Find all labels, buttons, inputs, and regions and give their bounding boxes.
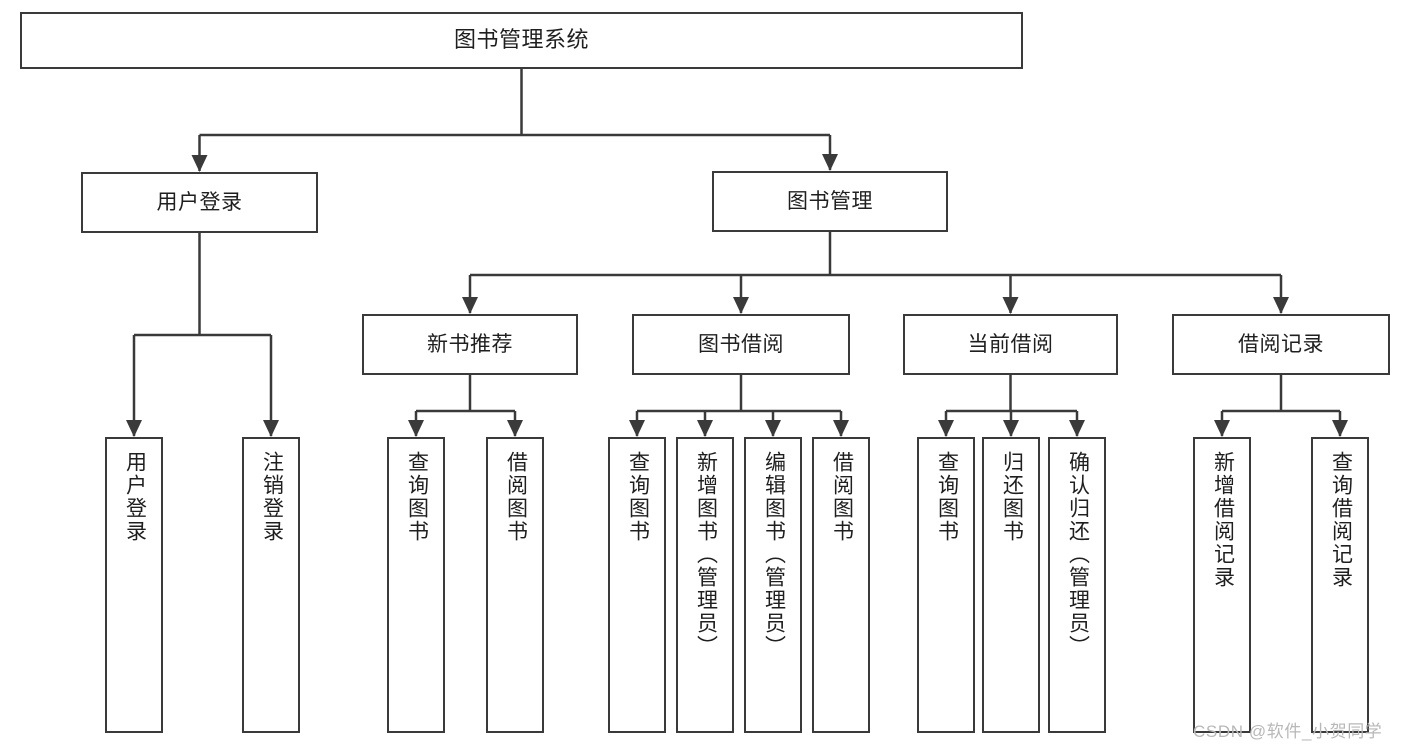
arrowhead-confirm-return (1069, 420, 1085, 437)
node-label-add-borrow-record: 新增借阅记录 (1211, 451, 1235, 589)
arrowhead-user-login-do (126, 420, 142, 437)
node-label-add-book: 新增图书（管理员） (694, 451, 718, 658)
arrowhead-user-logout (263, 420, 279, 437)
node-label-user-login-do: 用户登录 (123, 451, 147, 543)
node-label-root: 图书管理系统 (453, 27, 589, 53)
node-user-login-do[interactable]: 用户登录 (105, 437, 163, 733)
arrowhead-return-book (1003, 420, 1019, 437)
node-user-logout[interactable]: 注销登录 (242, 437, 300, 733)
node-new-book-recommend[interactable]: 新书推荐 (362, 314, 578, 375)
node-book-manage[interactable]: 图书管理 (712, 171, 948, 232)
node-root[interactable]: 图书管理系统 (20, 12, 1023, 69)
arrowhead-query-book-3 (938, 420, 954, 437)
node-label-book-manage: 图书管理 (787, 189, 873, 213)
node-label-borrow-book-2: 借阅图书 (830, 451, 854, 543)
arrowhead-borrow-book-2 (833, 420, 849, 437)
arrowhead-edit-book (765, 420, 781, 437)
node-query-book-2[interactable]: 查询图书 (608, 437, 666, 733)
node-return-book[interactable]: 归还图书 (982, 437, 1040, 733)
node-borrow-book-2[interactable]: 借阅图书 (812, 437, 870, 733)
node-label-confirm-return: 确认归还（管理员） (1066, 451, 1090, 658)
node-add-borrow-record[interactable]: 新增借阅记录 (1193, 437, 1251, 733)
arrowhead-borrow-book-1 (507, 420, 523, 437)
node-label-borrow-book-1: 借阅图书 (504, 451, 528, 543)
node-label-query-book-2: 查询图书 (626, 451, 650, 543)
node-label-borrow-record: 借阅记录 (1238, 332, 1324, 356)
node-query-book-1[interactable]: 查询图书 (387, 437, 445, 733)
node-label-user-logout: 注销登录 (260, 451, 284, 543)
node-label-query-book-3: 查询图书 (935, 451, 959, 543)
node-borrow-book-1[interactable]: 借阅图书 (486, 437, 544, 733)
node-edit-book[interactable]: 编辑图书（管理员） (744, 437, 802, 733)
arrowhead-user-login (191, 155, 208, 172)
node-label-return-book: 归还图书 (1000, 451, 1024, 543)
watermark: CSDN @软件_小贺同学 (1193, 722, 1383, 741)
node-user-login[interactable]: 用户登录 (81, 172, 318, 233)
arrowhead-current-borrow (1002, 297, 1019, 314)
node-current-borrow[interactable]: 当前借阅 (903, 314, 1118, 375)
arrowhead-new-book-recommend (462, 297, 478, 314)
arrowhead-add-book (697, 420, 713, 437)
node-confirm-return[interactable]: 确认归还（管理员） (1048, 437, 1106, 733)
arrowhead-query-borrow-record (1332, 420, 1348, 437)
arrowhead-book-manage (822, 154, 838, 171)
arrowhead-query-book-1 (408, 420, 424, 437)
arrowhead-add-borrow-record (1214, 420, 1230, 437)
node-label-user-login: 用户登录 (156, 190, 243, 214)
arrowhead-borrow-record (1273, 297, 1289, 314)
node-label-query-book-1: 查询图书 (405, 451, 429, 543)
node-label-query-borrow-record: 查询借阅记录 (1329, 451, 1353, 589)
node-label-new-book-recommend: 新书推荐 (427, 332, 513, 356)
node-query-borrow-record[interactable]: 查询借阅记录 (1311, 437, 1369, 733)
node-add-book[interactable]: 新增图书（管理员） (676, 437, 734, 733)
node-book-borrow[interactable]: 图书借阅 (632, 314, 850, 375)
node-borrow-record[interactable]: 借阅记录 (1172, 314, 1390, 375)
node-label-book-borrow: 图书借阅 (698, 332, 784, 356)
arrowhead-query-book-2 (629, 420, 645, 437)
node-label-edit-book: 编辑图书（管理员） (762, 451, 786, 658)
node-query-book-3[interactable]: 查询图书 (917, 437, 975, 733)
arrowhead-book-borrow (733, 297, 749, 314)
node-label-current-borrow: 当前借阅 (967, 332, 1054, 356)
